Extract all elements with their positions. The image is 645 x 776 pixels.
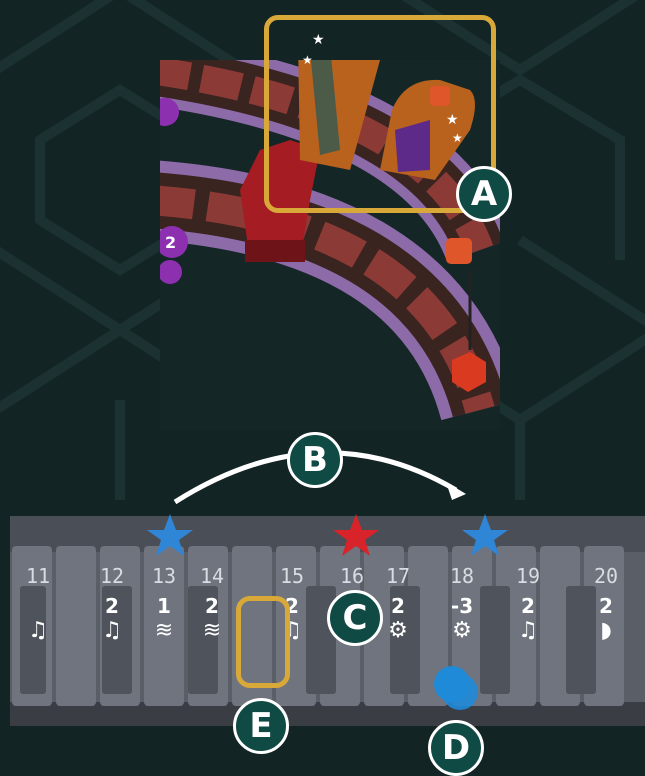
star-blue-18 [462, 514, 508, 556]
track-column-number: 19 [515, 564, 541, 588]
music-note-icon: ♫ [518, 618, 538, 643]
highlight-frame-e [236, 596, 290, 688]
track-column-value: 1 [157, 594, 171, 618]
callout-b: B [287, 432, 343, 488]
callout-e: E [233, 698, 289, 754]
gear-icon: ⚙ [388, 618, 408, 643]
track-column-11: 11 ♫ [16, 516, 60, 726]
track-column-value: 2 [205, 594, 219, 618]
hat-icon: ◗ [600, 618, 612, 643]
soundwave-icon: ≋ [154, 618, 174, 643]
music-note-icon: ♫ [102, 618, 122, 643]
track-column-number: 14 [199, 564, 225, 588]
gear-icon: ⚙ [452, 618, 472, 643]
track-column-20: 20 2◗ [584, 516, 628, 726]
track-column-number: 15 [279, 564, 305, 588]
track-column-number: 20 [593, 564, 619, 588]
svg-text:2: 2 [165, 233, 176, 252]
music-note-icon: ♫ [28, 618, 48, 643]
track-column-number: 11 [25, 564, 51, 588]
svg-text:★: ★ [446, 112, 459, 128]
track-column-value: 2 [599, 594, 613, 618]
soundwave-icon: ≋ [202, 618, 222, 643]
track-column-number: 18 [449, 564, 475, 588]
track-column-number: 12 [99, 564, 125, 588]
callout-d: D [428, 720, 484, 776]
track-column-12: 12 2♫ [90, 516, 134, 726]
track-column-value: 2 [391, 594, 405, 618]
highlight-frame-a [264, 15, 496, 213]
track-column-14: 14 2≋ [190, 516, 234, 726]
track-column-17: 17 2⚙ [376, 516, 420, 726]
track-column-number: 13 [151, 564, 177, 588]
callout-a: A [456, 166, 512, 222]
track-column-value: 2 [105, 594, 119, 618]
star-blue-13 [147, 514, 193, 556]
svg-text:★: ★ [452, 131, 463, 145]
svg-text:★: ★ [302, 53, 313, 67]
svg-text:★: ★ [312, 32, 325, 48]
track-column-18: 18 -3⚙ [440, 516, 484, 726]
track-column-number: 16 [339, 564, 365, 588]
track-column-value: -3 [450, 594, 474, 618]
track-column-13: 13 1≋ [142, 516, 186, 726]
track-column-value: 2 [521, 594, 535, 618]
callout-c: C [327, 590, 383, 646]
track-column-19: 19 2♫ [506, 516, 550, 726]
star-red-16 [333, 514, 379, 556]
track-column-number: 17 [385, 564, 411, 588]
